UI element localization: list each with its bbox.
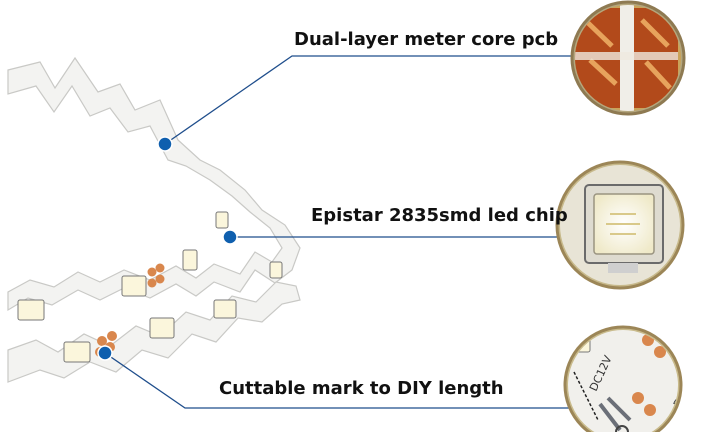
led-chips bbox=[17, 211, 283, 363]
scissors-icon bbox=[598, 396, 632, 432]
callout-label-cut-mark: Cuttable mark to DIY length bbox=[219, 378, 504, 399]
callout-line-pcb bbox=[164, 55, 577, 145]
callout-lines bbox=[104, 55, 577, 409]
cut-line bbox=[573, 371, 599, 421]
zoom-inset-led-chip bbox=[555, 160, 685, 290]
callout-dot-pcb bbox=[157, 136, 173, 152]
callout-label-pcb: Dual-layer meter core pcb bbox=[294, 29, 559, 50]
zoom-inset-pcb bbox=[570, 0, 686, 116]
led-strip-upper bbox=[7, 56, 301, 312]
callout-dot-cut bbox=[97, 345, 113, 361]
callout-line-cut bbox=[104, 352, 574, 409]
callout-dot-chip bbox=[222, 229, 238, 245]
callout-label-led-chip: Epistar 2835smd led chip bbox=[311, 205, 568, 226]
callout-dots bbox=[97, 136, 238, 361]
zoom-inset-cut-mark: DC12V DC12V bbox=[563, 325, 683, 432]
